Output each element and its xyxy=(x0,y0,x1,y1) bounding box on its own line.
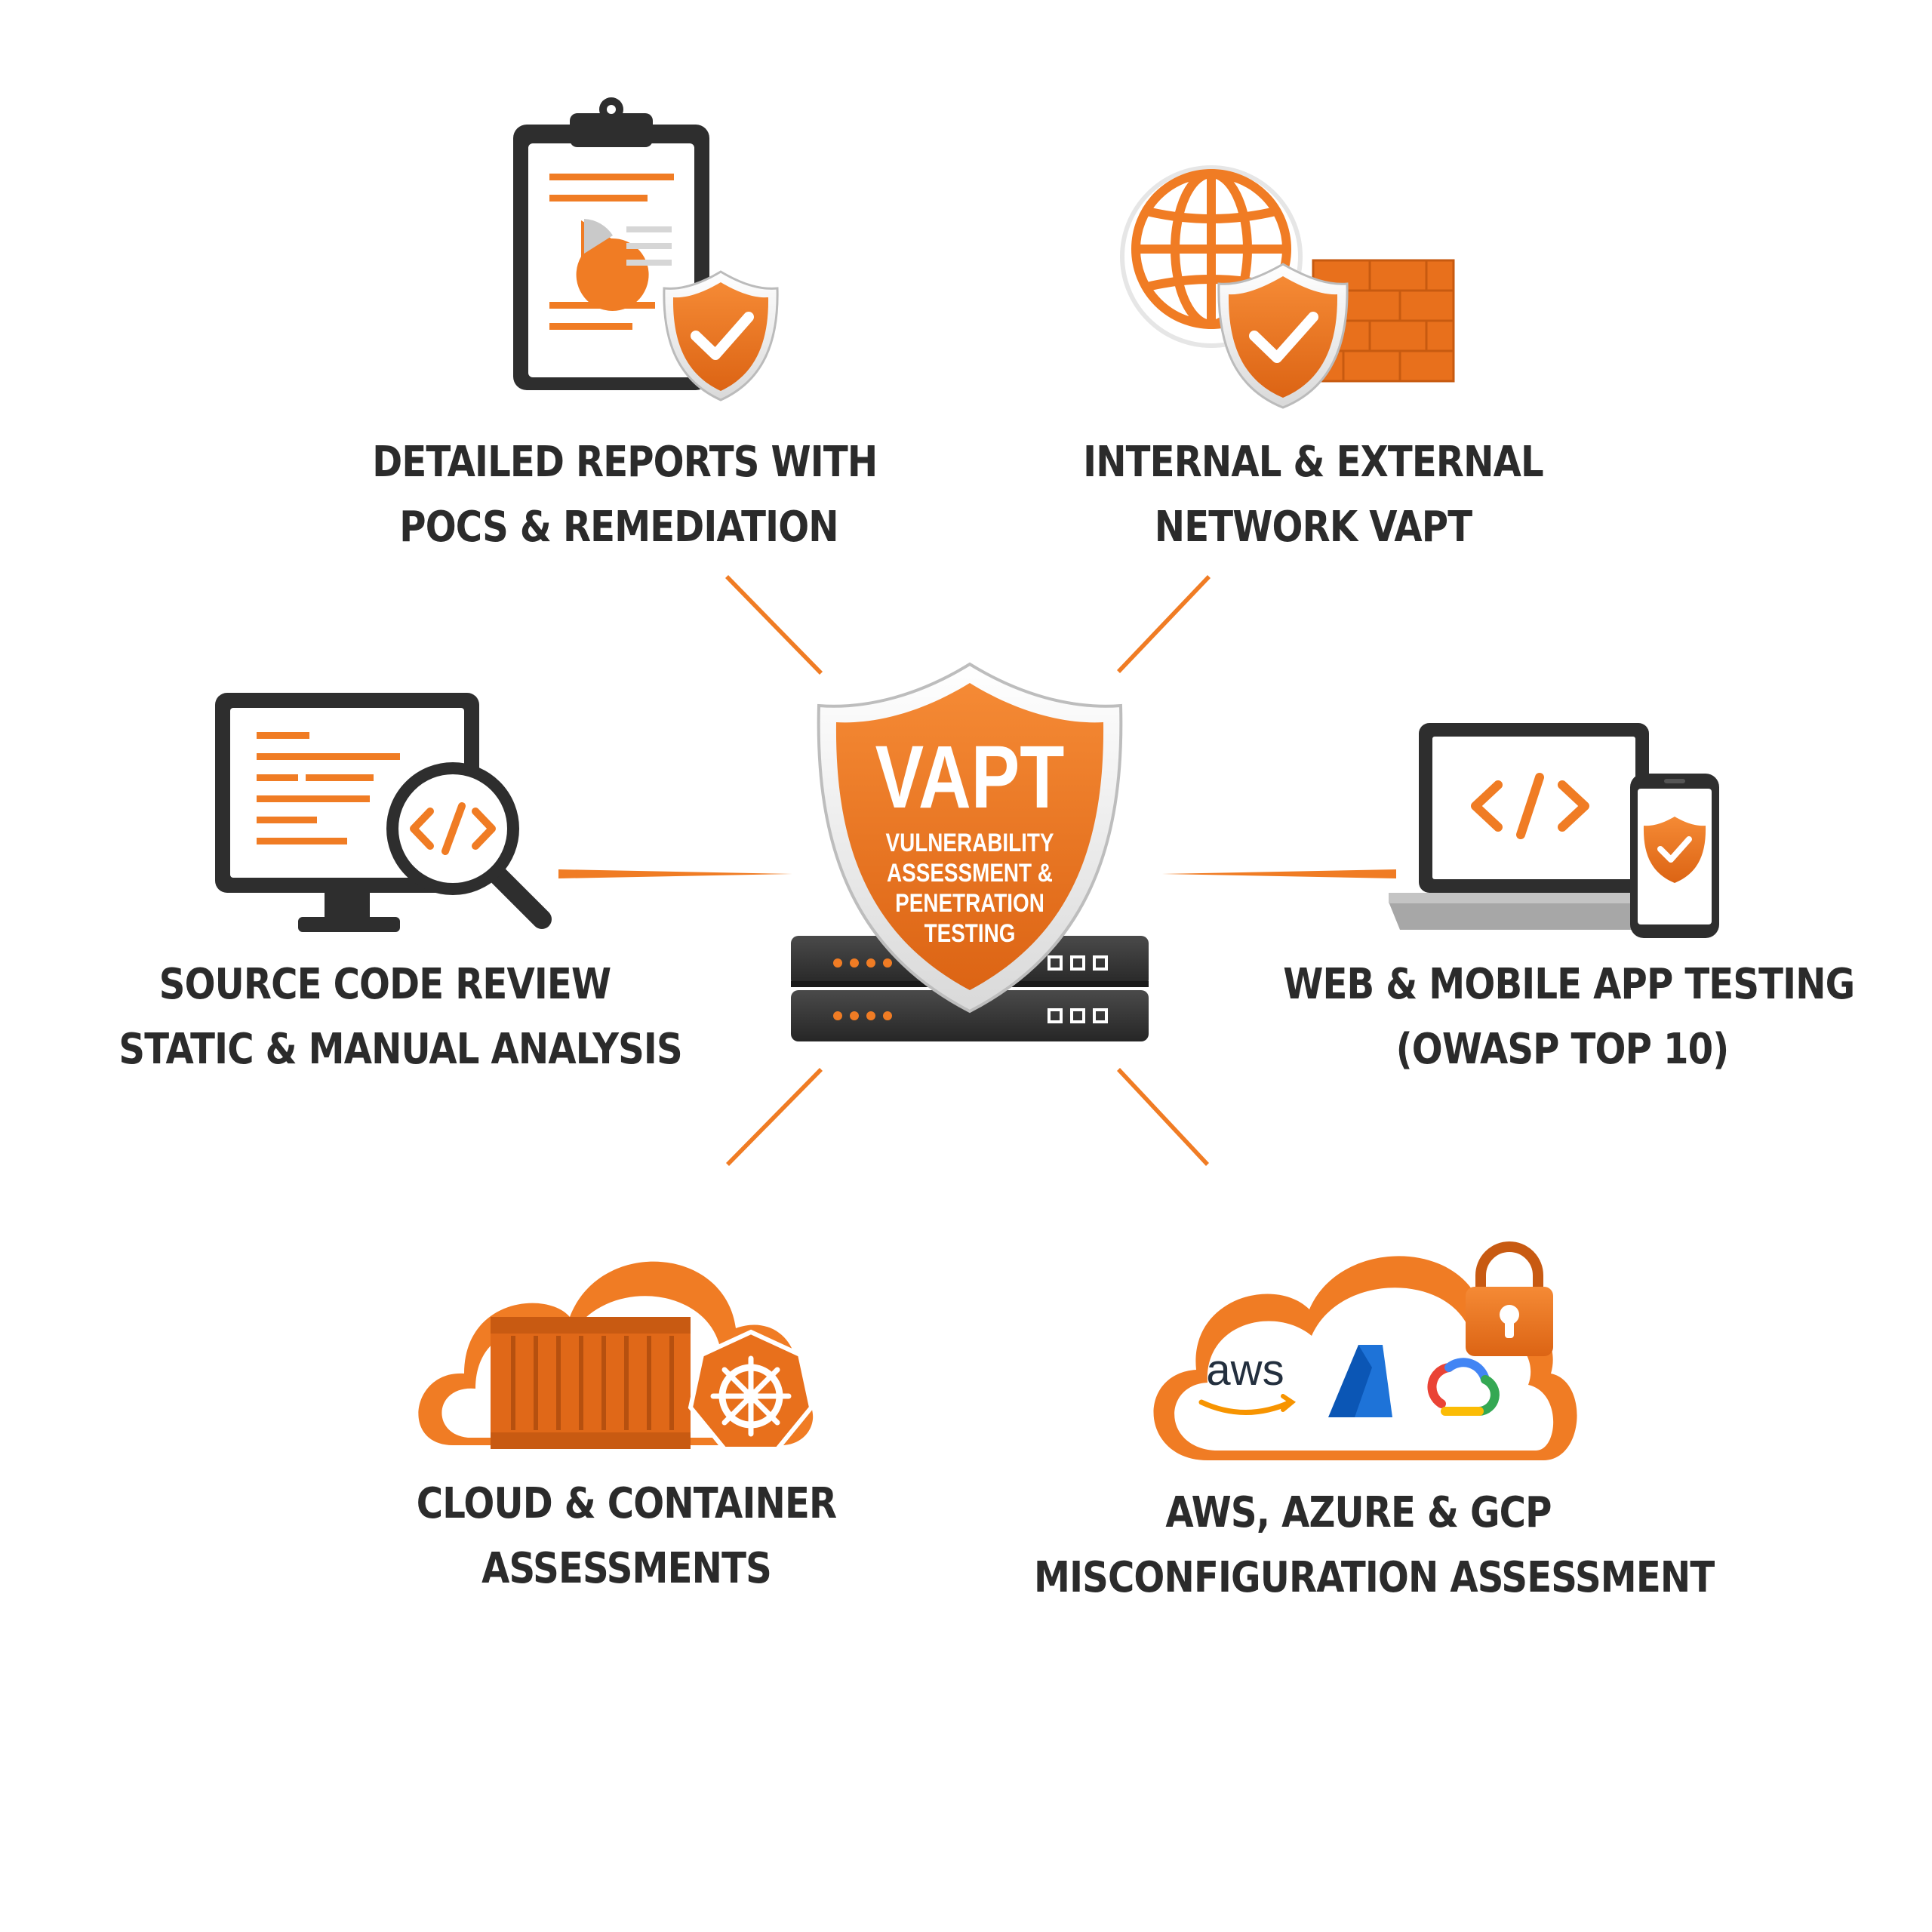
aws-logo-text: aws xyxy=(1206,1346,1284,1395)
service-label-source-code: SOURCE CODE REVIEW STATIC & MANUAL ANALY… xyxy=(118,952,682,1082)
service-label-web-mobile: WEB & MOBILE APP TESTING (OWASP TOP 10) xyxy=(1283,952,1855,1082)
connector-lines xyxy=(558,575,1396,1166)
vapt-subtitle-line: VULNERABILITY xyxy=(886,828,1054,857)
service-label-line: INTERNAL & EXTERNAL xyxy=(1083,438,1544,487)
shield-check-icon xyxy=(663,270,779,401)
laptop-phone-icon xyxy=(1389,723,1719,938)
service-label-cloud-container: CLOUD & CONTAINER ASSESSMENTS xyxy=(399,1472,854,1601)
service-label-cloud-config: AWS, AZURE & GCP MISCONFIGURATION ASSESS… xyxy=(1034,1481,1715,1611)
vapt-title: VAPT xyxy=(875,727,1065,826)
globe-firewall-icon xyxy=(1120,165,1455,409)
service-label-line: CLOUD & CONTAINER xyxy=(416,1479,837,1528)
service-label-line: (OWASP TOP 10) xyxy=(1395,1025,1730,1074)
shield-check-icon xyxy=(1643,817,1706,883)
connector-line xyxy=(558,869,792,878)
service-label-line: MISCONFIGURATION ASSESSMENT xyxy=(1034,1553,1715,1602)
padlock-icon xyxy=(1466,1241,1553,1356)
service-label-line: ASSESSMENTS xyxy=(481,1544,772,1593)
service-label-line: POCS & REMEDIATION xyxy=(399,503,838,552)
aws-logo-icon: aws xyxy=(1198,1346,1297,1415)
service-label-line: AWS, AZURE & GCP xyxy=(1165,1488,1552,1537)
vapt-subtitle-line: TESTING xyxy=(924,918,1016,947)
shipping-container-icon xyxy=(491,1317,691,1449)
connector-line xyxy=(1162,869,1396,878)
vapt-center-badge: VAPT VULNERABILITY ASSESSMENT & PENETRAT… xyxy=(791,662,1149,1041)
connector-line xyxy=(726,1068,823,1166)
service-label-reports: DETAILED REPORTS WITH POCS & REMEDIATION xyxy=(372,430,878,560)
vapt-subtitle-line: ASSESSMENT & xyxy=(887,858,1053,887)
service-label-line: SOURCE CODE REVIEW xyxy=(158,960,611,1009)
service-label-network: INTERNAL & EXTERNAL NETWORK VAPT xyxy=(1073,430,1553,560)
cloud-container-icon xyxy=(418,1261,814,1451)
service-label-line: DETAILED REPORTS WITH xyxy=(372,438,878,487)
connector-line xyxy=(1117,1068,1209,1166)
magnifier-icon xyxy=(386,762,552,929)
shield-check-icon xyxy=(1217,263,1349,409)
azure-logo-icon xyxy=(1328,1345,1392,1417)
kubernetes-icon xyxy=(688,1329,814,1451)
connector-line xyxy=(725,575,823,675)
monitor-code-search-icon xyxy=(215,693,552,932)
clipboard-report-icon xyxy=(513,97,779,401)
connector-line xyxy=(1117,575,1211,673)
gcp-logo-icon xyxy=(1427,1358,1500,1416)
service-label-line: STATIC & MANUAL ANALYSIS xyxy=(118,1025,682,1074)
service-label-line: NETWORK VAPT xyxy=(1154,503,1472,552)
cloud-lock-icon: aws xyxy=(1153,1241,1577,1460)
vapt-subtitle-line: PENETRATION xyxy=(895,888,1044,917)
service-label-line: WEB & MOBILE APP TESTING xyxy=(1283,960,1855,1009)
